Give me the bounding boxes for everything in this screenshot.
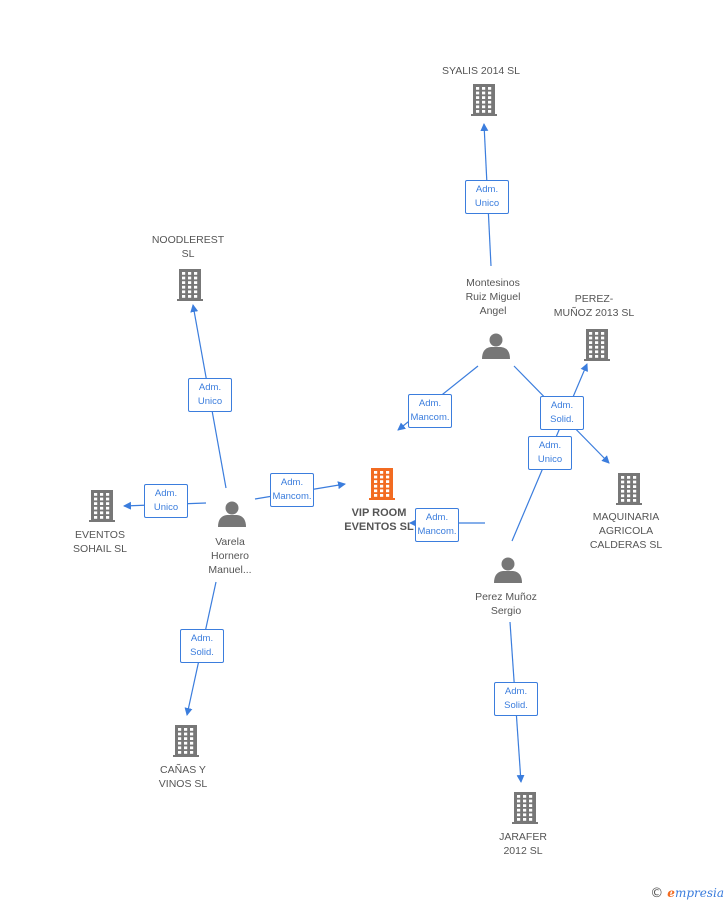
building-icon-perezmunoz2013 xyxy=(584,329,610,361)
building-icon-canas xyxy=(173,725,199,757)
node-label-perez_sergio[interactable]: Perez Muñoz Sergio xyxy=(475,591,537,617)
person-icon-varela xyxy=(218,501,246,527)
edge-label-perez_sergio-jarafer[interactable]: Adm. Solid. xyxy=(494,682,538,716)
node-label-jarafer[interactable]: JARAFER 2012 SL xyxy=(499,831,547,857)
edge-label-montesinos-viproom[interactable]: Adm. Mancom. xyxy=(408,394,452,428)
edge-label-montesinos-syalis[interactable]: Adm. Unico xyxy=(465,180,509,214)
empresia-logo: ©empresia xyxy=(650,886,724,901)
building-icon-eventos_sohail xyxy=(89,490,115,522)
edge-label-montesinos-maquinaria[interactable]: Adm. Solid. xyxy=(540,396,584,430)
node-label-maquinaria[interactable]: MAQUINARIA AGRICOLA CALDERAS SL xyxy=(589,511,663,551)
node-label-perezmunoz2013[interactable]: PEREZ- MUÑOZ 2013 SL xyxy=(553,293,635,319)
building-icon-syalis xyxy=(471,84,497,116)
node-label-montesinos[interactable]: Montesinos Ruiz Miguel Angel xyxy=(465,277,521,317)
node-label-canas[interactable]: CAÑAS Y VINOS SL xyxy=(158,764,208,790)
building-icon-viproom xyxy=(369,468,395,500)
person-icon-perez_sergio xyxy=(494,557,522,583)
node-label-varela[interactable]: Varela Hornero Manuel... xyxy=(208,536,252,576)
person-icon-montesinos xyxy=(482,333,510,359)
edge-label-varela-eventos_sohail[interactable]: Adm. Unico xyxy=(144,484,188,518)
building-icon-jarafer xyxy=(512,792,538,824)
building-icon-noodlerest xyxy=(177,269,203,301)
node-label-viproom[interactable]: VIP ROOM EVENTOS SL xyxy=(344,507,414,533)
edge-label-varela-viproom[interactable]: Adm. Mancom. xyxy=(270,473,314,507)
node-label-noodlerest[interactable]: NOODLEREST SL xyxy=(151,234,225,260)
edge-label-varela-noodlerest[interactable]: Adm. Unico xyxy=(188,378,232,412)
edge-label-perez_sergio-viproom[interactable]: Adm. Mancom. xyxy=(415,508,459,542)
node-label-syalis[interactable]: SYALIS 2014 SL xyxy=(441,65,521,77)
node-label-eventos_sohail[interactable]: EVENTOS SOHAIL SL xyxy=(73,529,127,555)
edge-label-varela-canas[interactable]: Adm. Solid. xyxy=(180,629,224,663)
building-icon-maquinaria xyxy=(616,473,642,505)
edge-label-perez_sergio-perezmunoz2013[interactable]: Adm. Unico xyxy=(528,436,572,470)
